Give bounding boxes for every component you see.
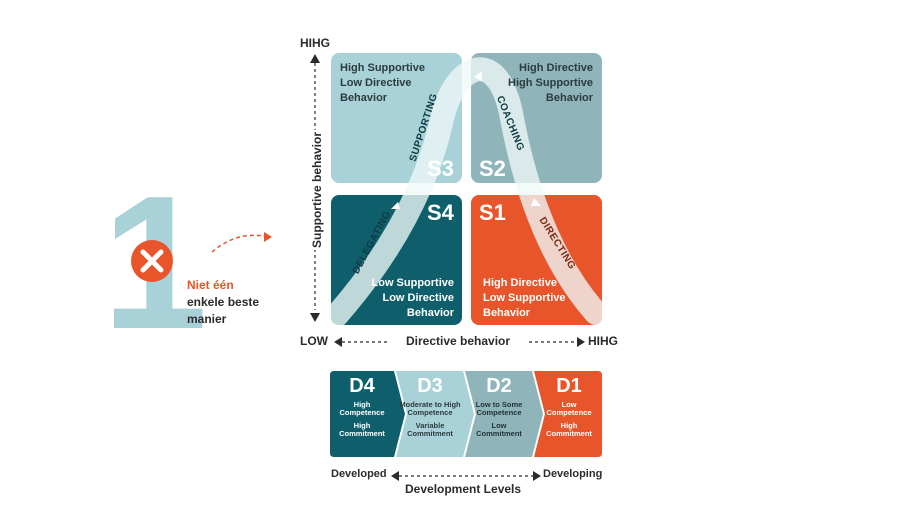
d4-line-2: Competence bbox=[339, 408, 385, 417]
d3-line-1: Moderate to High bbox=[399, 400, 461, 409]
d3-code: D3 bbox=[417, 375, 443, 397]
s2-description: High Directive High Supportive Behavior bbox=[493, 61, 593, 106]
s2-line-2: High Supportive bbox=[508, 77, 593, 89]
caption: Niet één enkele beste manier bbox=[187, 277, 259, 328]
x-axis-label: Directive behavior bbox=[406, 334, 511, 348]
developed-label: Developed bbox=[331, 468, 387, 480]
y-axis-label: Supportive behavior bbox=[309, 130, 325, 250]
development-levels-title: Development Levels bbox=[405, 482, 522, 496]
d1-line-1: Low bbox=[561, 400, 577, 409]
d2-line-4: Commitment bbox=[476, 429, 522, 438]
d4-line-1: High bbox=[353, 400, 371, 409]
dashed-arrow-icon bbox=[208, 226, 278, 256]
caption-line-2: enkele beste bbox=[187, 295, 260, 309]
d4-block: D4 High Competence High Commitment bbox=[332, 376, 392, 438]
s1-code: S1 bbox=[479, 200, 506, 225]
d2-block: D2 Low to Some Competence Low Commitment bbox=[463, 376, 535, 438]
d2-code: D2 bbox=[486, 375, 512, 397]
d1-line-2: Competence bbox=[546, 408, 592, 417]
caption-line-3: manier bbox=[187, 312, 227, 326]
x-axis-high: HIHG bbox=[588, 334, 618, 348]
s3-line-3: Behavior bbox=[340, 92, 388, 104]
s3-code: S3 bbox=[427, 156, 454, 181]
y-axis-high: HIHG bbox=[300, 36, 330, 50]
s4-line-1: Low Supportive bbox=[371, 277, 455, 289]
d1-code: D1 bbox=[556, 375, 582, 397]
x-axis-left-arrow bbox=[333, 335, 391, 347]
x-axis-right-arrow bbox=[528, 335, 586, 347]
s1-line-3: Behavior bbox=[483, 307, 531, 319]
d4-line-3: High bbox=[353, 421, 371, 430]
d1-line-3: High bbox=[560, 421, 578, 430]
d3-line-3: Variable bbox=[415, 421, 445, 430]
s4-description: Low Supportive Low Directive Behavior bbox=[355, 276, 455, 321]
s1-line-1: High Directive bbox=[483, 277, 557, 289]
s2-line-3: Behavior bbox=[545, 92, 593, 104]
development-chevrons bbox=[330, 371, 602, 457]
d3-line-4: Commitment bbox=[407, 429, 453, 438]
s3-description: High Supportive Low Directive Behavior bbox=[340, 61, 425, 106]
s4-code: S4 bbox=[427, 200, 454, 225]
s1-line-2: Low Supportive bbox=[483, 292, 566, 304]
s1-description: High Directive Low Supportive Behavior bbox=[483, 276, 566, 321]
d2-line-2: Competence bbox=[476, 408, 522, 417]
d1-block: D1 Low Competence High Commitment bbox=[538, 376, 600, 438]
leadership-curve bbox=[325, 53, 608, 327]
y-axis-arrow bbox=[309, 52, 321, 324]
s2-line-1: High Directive bbox=[519, 62, 593, 74]
d1-line-4: Commitment bbox=[546, 429, 592, 438]
development-arrow bbox=[390, 469, 542, 481]
s4-line-2: Low Directive bbox=[382, 292, 454, 304]
developing-label: Developing bbox=[543, 468, 603, 480]
s3-line-2: Low Directive bbox=[340, 77, 412, 89]
s2-code: S2 bbox=[479, 156, 506, 181]
caption-line-1: Niet één bbox=[187, 278, 234, 292]
d4-code: D4 bbox=[349, 375, 375, 397]
s3-line-1: High Supportive bbox=[340, 62, 425, 74]
d4-line-4: Commitment bbox=[339, 429, 385, 438]
x-axis-low: LOW bbox=[300, 334, 328, 348]
d3-block: D3 Moderate to High Competence Variable … bbox=[393, 376, 467, 438]
close-icon bbox=[130, 239, 174, 283]
d3-line-2: Competence bbox=[407, 408, 453, 417]
s4-line-3: Behavior bbox=[406, 307, 454, 319]
d2-line-3: Low bbox=[491, 421, 507, 430]
d2-line-1: Low to Some bbox=[475, 400, 523, 409]
